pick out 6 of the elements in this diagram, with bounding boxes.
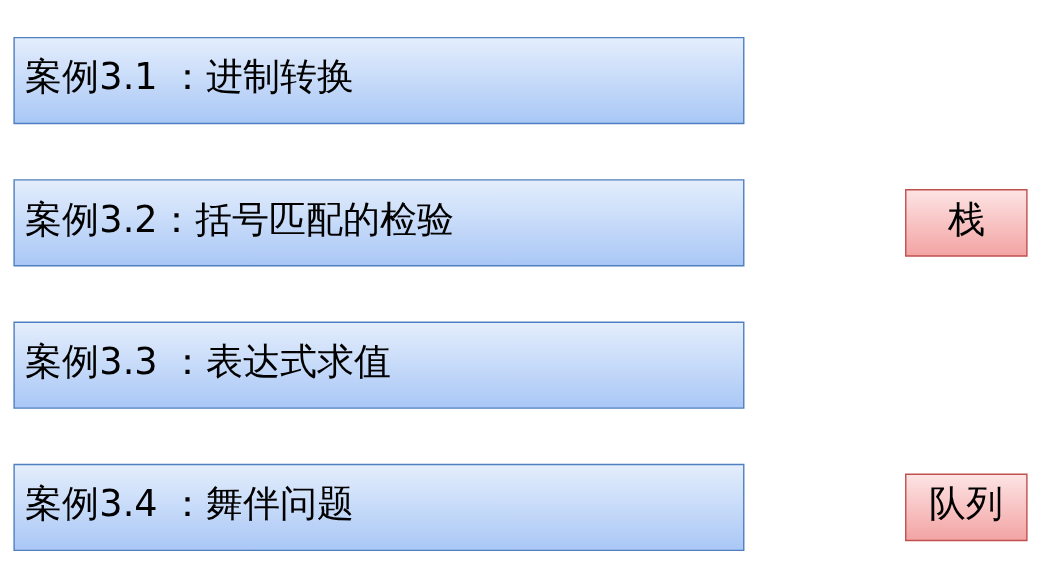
node-box: 案例3.2：括号匹配的检验: [13, 179, 745, 267]
node-box: 案例3.4 ：舞伴问题: [13, 463, 745, 552]
node-box: 队列: [905, 473, 1028, 542]
node-box: 案例3.3 ：表达式求值: [13, 321, 745, 409]
node-box: 栈: [905, 189, 1028, 257]
node-box: 案例3.1 ：进制转换: [13, 36, 745, 125]
